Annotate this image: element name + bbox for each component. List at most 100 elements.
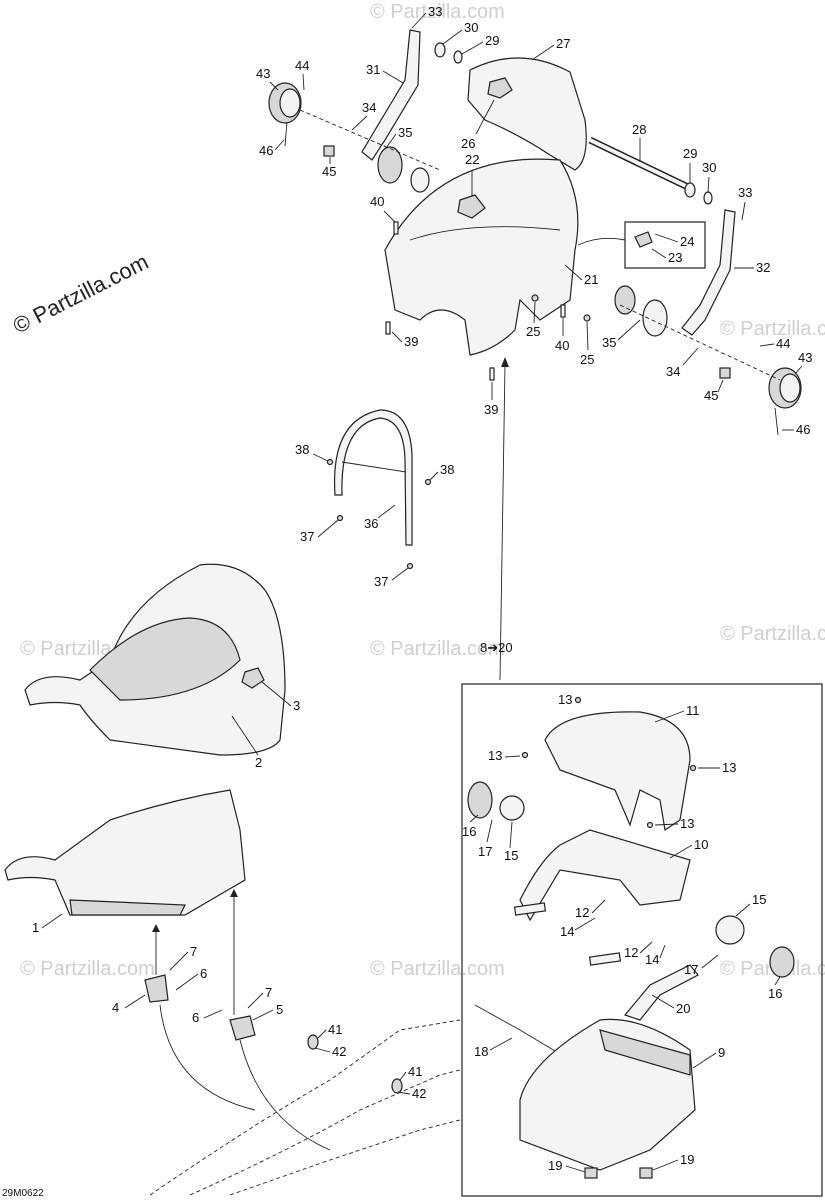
callout-label: 24 [680,234,694,249]
callout-label: 13 [722,760,736,775]
callout-label: 44 [295,58,309,73]
bolt [774,407,779,436]
callout-label: 7 [265,985,272,1000]
callout-label: 15 [752,892,766,907]
callout-label: 19 [680,1152,694,1167]
callout-label: 45 [704,388,718,403]
logo-emblem [487,77,513,99]
callout-label: 28 [632,122,646,137]
rubber-foot [639,1167,653,1179]
pin [393,221,399,235]
callout-label: 23 [668,250,682,265]
seat-base [4,789,331,1151]
callout-label: 40 [555,338,569,353]
washer [703,191,713,205]
callout-label: 42 [332,1044,346,1059]
callout-label: 45 [322,164,336,179]
callout-label: 6 [200,966,207,981]
grommet [307,1034,319,1050]
callout-labels: 1 2 3 4 5 6 6 7 7 9 10 11 12 12 13 13 13… [32,4,812,1173]
callout-label: 36 [364,516,378,531]
detail-box [624,221,706,269]
main-seat [24,563,286,756]
slide-rail [588,952,622,966]
seat-frame [519,829,691,922]
callout-label: 35 [398,125,412,140]
callout-label: 32 [756,260,770,275]
callout-label: 39 [484,402,498,417]
callout-label: 27 [556,36,570,51]
logo-emblem [457,194,486,219]
callout-label: 19 [548,1158,562,1173]
washer [684,182,696,198]
grab-handle [326,409,432,570]
callout-label: 37 [374,574,388,589]
callout-label: 40 [370,194,384,209]
callout-label: 14 [645,952,659,967]
callout-label: 12 [575,905,589,920]
base-pan [4,789,246,916]
callout-label: 35 [602,335,616,350]
mounting-bracket [144,974,169,1003]
callout-label: 17 [684,962,698,977]
callout-label: 38 [295,442,309,457]
callout-label: 5 [276,1002,283,1017]
callout-label: 30 [464,20,478,35]
callout-label: 42 [412,1086,426,1101]
callout-label: 12 [624,945,638,960]
callout-label: 13 [558,692,572,707]
ratchet-gear [642,299,668,337]
adjuster-knob [769,946,795,978]
callout-label: 6 [192,1010,199,1025]
mounting-bracket [229,1015,256,1041]
watermark: © Partzilla.com [20,958,155,980]
callout-label: 13 [488,748,502,763]
grommet [391,1078,403,1094]
inset-reference: 8➔20 [480,640,513,655]
washer [453,50,463,64]
watermark: © Partzilla.com [370,1,505,23]
nut [719,367,731,379]
callout-label: 20 [676,1001,690,1016]
callout-label: 34 [666,364,680,379]
handle-frame [333,409,413,546]
callout-label: 11 [686,703,700,718]
slide-rail [513,902,547,916]
callout-label: 37 [300,529,314,544]
pin [560,304,566,318]
nut [323,145,335,157]
callout-label: 7 [190,944,197,959]
backrest-assembly [268,29,802,436]
strap [623,964,699,1021]
callout-label: 43 [256,66,270,81]
callout-label: 2 [255,755,262,770]
seat-shell [384,158,579,356]
vehicle-frame [149,1019,461,1196]
callout-label: 33 [428,4,442,19]
callout-label: 18 [474,1044,488,1059]
callout-label: 16 [768,986,782,1001]
screw [583,314,591,322]
seat-cover-housing [544,711,691,832]
callout-label: 4 [112,1000,119,1015]
logo-emblem [241,667,265,689]
callout-label: 1 [32,920,39,935]
bracket-arm [361,29,421,161]
washer [434,42,446,58]
rubber-foot [584,1167,598,1179]
watermark-main: © Partzilla.com [9,249,152,339]
ratchet-disc [715,915,745,945]
inset-frame [461,683,823,1197]
callout-label: 25 [526,324,540,339]
bolt [284,121,288,147]
seat-cushion [89,617,241,701]
callout-label: 46 [259,143,273,158]
pin [385,321,391,335]
callout-label: 39 [404,334,418,349]
callout-label: 29 [485,33,499,48]
callout-label: 21 [584,272,598,287]
callout-label: 3 [293,698,300,713]
adjuster-knob [467,781,493,819]
callout-label: 25 [580,352,594,367]
